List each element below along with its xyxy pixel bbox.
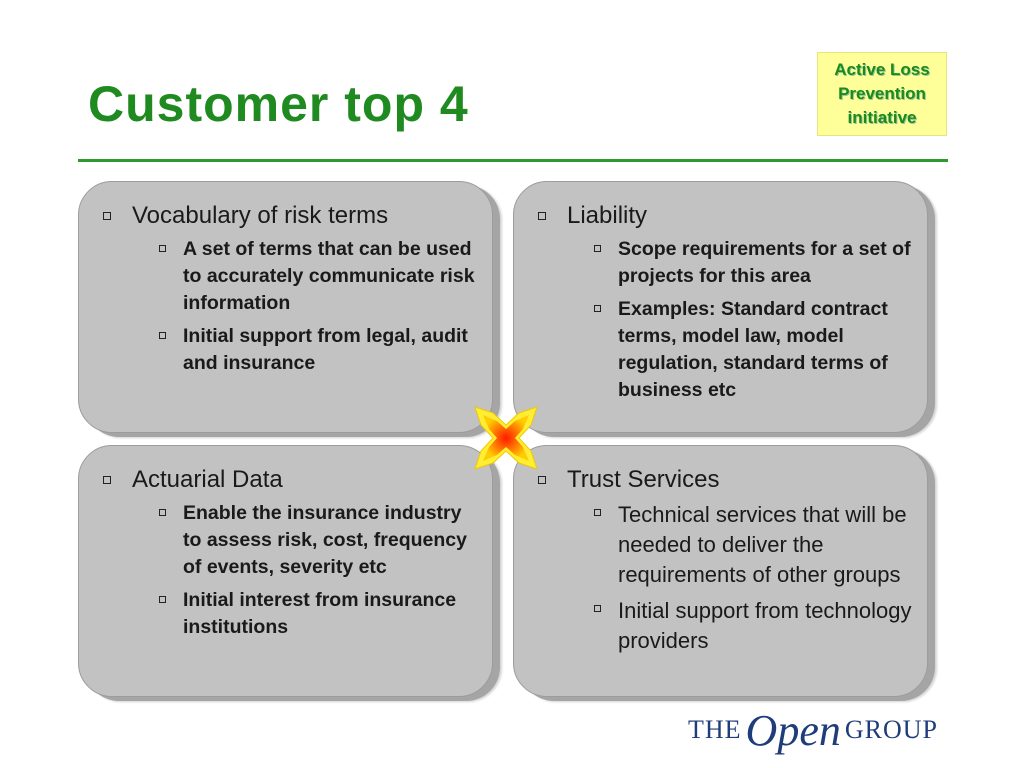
title-divider: [78, 159, 948, 162]
box-item: Initial support from technology provider…: [618, 598, 912, 653]
box-item: A set of terms that can be used to accur…: [183, 238, 475, 314]
square-bullet-icon: [103, 476, 111, 484]
box-liability: Liability Scope requirements for a set o…: [513, 181, 928, 433]
active-loss-prevention-badge: Active Loss Prevention initiative: [817, 52, 947, 136]
logo-group: GROUP: [844, 715, 938, 744]
box-actuarial-data: Actuarial Data Enable the insurance indu…: [78, 445, 493, 697]
badge-line-3: initiative: [847, 108, 917, 127]
box-item: Technical services that will be needed t…: [618, 502, 907, 587]
square-bullet-icon: [594, 509, 601, 516]
logo-open: Open: [745, 705, 841, 755]
open-group-logo: THE Open GROUP: [688, 704, 938, 756]
box-item: Initial interest from insurance institut…: [183, 589, 457, 638]
square-bullet-icon: [159, 332, 166, 339]
box-item: Initial support from legal, audit and in…: [183, 325, 468, 374]
square-bullet-icon: [594, 245, 601, 252]
box-heading: Vocabulary of risk terms: [132, 202, 389, 229]
square-bullet-icon: [159, 509, 166, 516]
square-bullet-icon: [594, 605, 601, 612]
box-trust-services: Trust Services Technical services that w…: [513, 445, 928, 697]
box-heading: Actuarial Data: [132, 466, 283, 493]
box-item: Examples: Standard contract terms, model…: [618, 298, 888, 401]
badge-line-2: Prevention: [838, 84, 926, 103]
square-bullet-icon: [538, 212, 546, 220]
box-item: Enable the insurance industry to assess …: [183, 502, 467, 578]
box-heading: Liability: [567, 202, 648, 229]
square-bullet-icon: [159, 245, 166, 252]
badge-line-1: Active Loss: [834, 60, 930, 79]
square-bullet-icon: [594, 305, 601, 312]
square-bullet-icon: [103, 212, 111, 220]
box-heading: Trust Services: [567, 466, 720, 493]
starburst-icon: [474, 406, 538, 470]
square-bullet-icon: [538, 476, 546, 484]
box-vocabulary: Vocabulary of risk terms A set of terms …: [78, 181, 493, 433]
box-item: Scope requirements for a set of projects…: [618, 238, 911, 287]
logo-the: THE: [688, 715, 742, 744]
square-bullet-icon: [159, 596, 166, 603]
slide-title: Customer top 4: [88, 76, 469, 132]
